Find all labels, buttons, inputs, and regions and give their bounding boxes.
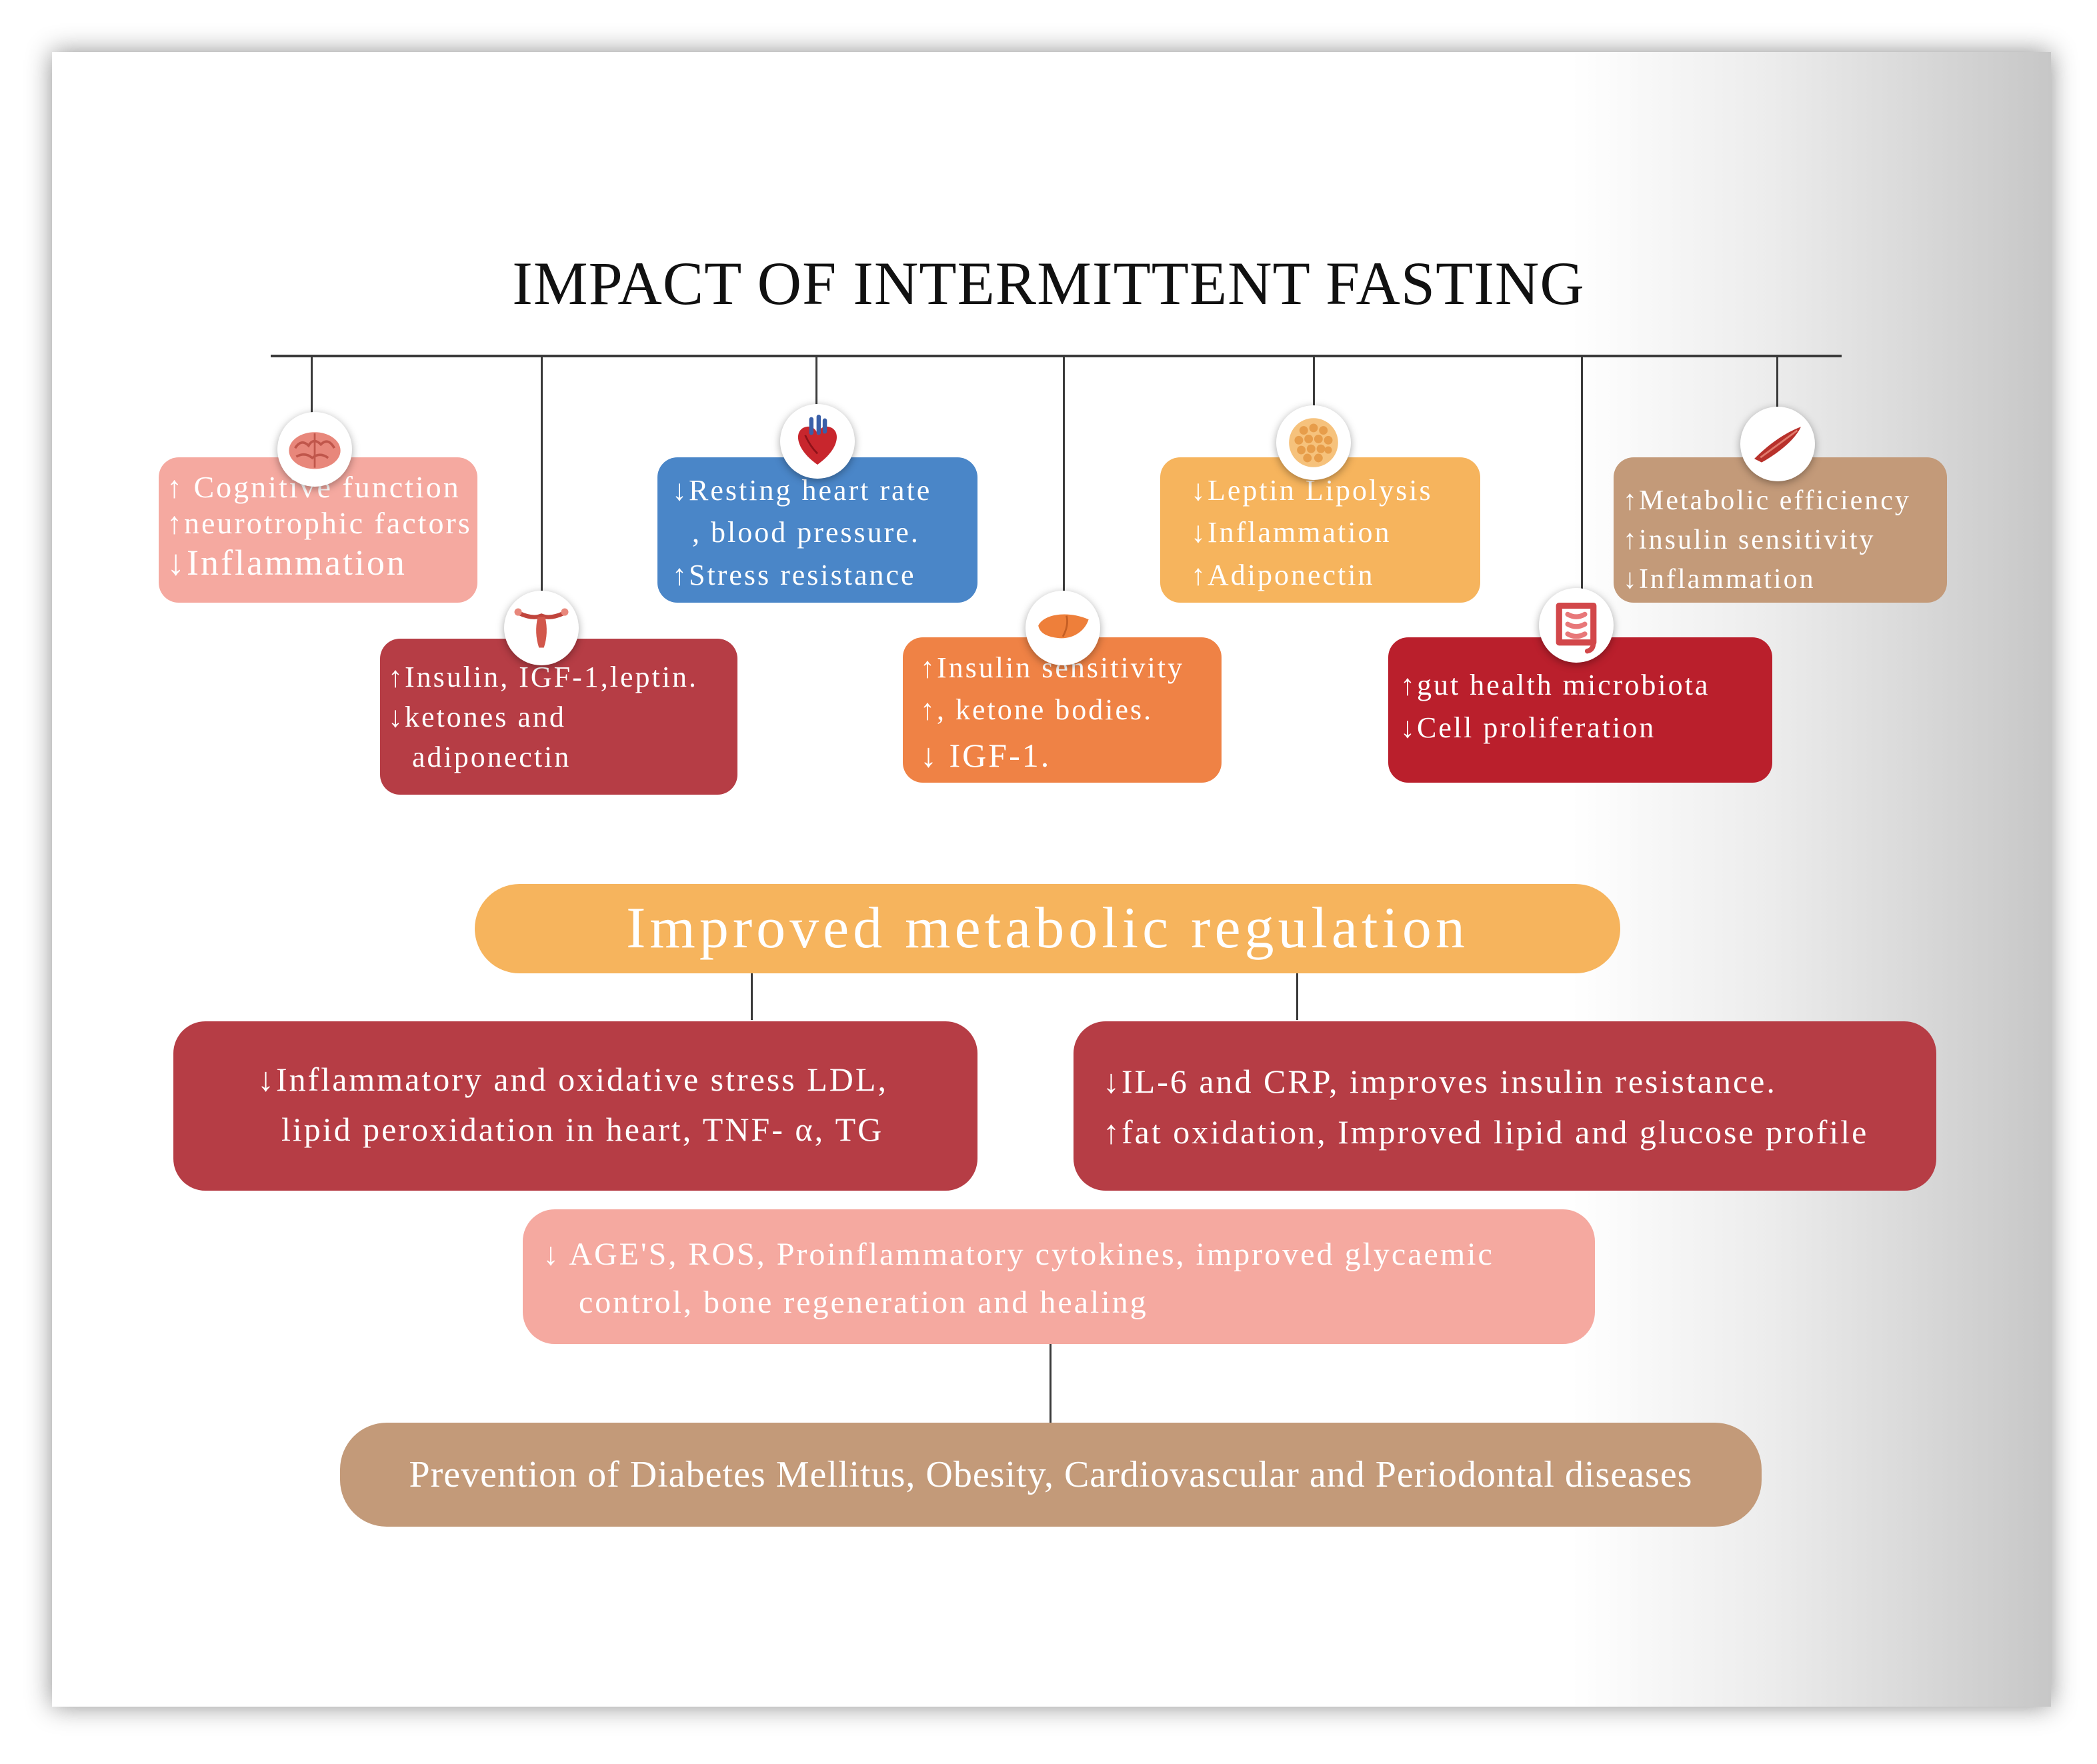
box-line: ↓ IGF-1. (920, 736, 1052, 774)
box-line: ↑gut health microbiota (1400, 669, 1710, 701)
box-line: ↓ketones and (388, 700, 566, 733)
oral-health-effects-box: ↓ AGE'S, ROS, Proinflammatory cytokines,… (523, 1209, 1595, 1344)
muscle-effects-box: ↑Metabolic efficiency ↑insulin sensitivi… (1614, 457, 1947, 603)
connector-metabolic-left (751, 972, 753, 1020)
brain-icon (277, 412, 352, 487)
heart-effects-box: ↓Resting heart rate , blood pressure. ↑S… (657, 457, 977, 603)
box-line: ↑Adiponectin (1191, 558, 1375, 591)
cardiovascular-effects-box: ↓Inflammatory and oxidative stress LDL, … (173, 1021, 977, 1191)
figure-title: IMPACT OF INTERMITTENT FASTING (512, 249, 1585, 317)
adipose-tissue-icon (1276, 405, 1351, 480)
box-line: ↑fat oxidation, Improved lipid and gluco… (1103, 1113, 1869, 1151)
box-line: ↓ AGE'S, ROS, Proinflammatory cytokines,… (543, 1237, 1494, 1272)
box-line: ↑Stress resistance (672, 558, 916, 591)
metabolic-regulation-label: Improved metabolic regulation (626, 896, 1469, 961)
intestine-icon (1539, 588, 1614, 663)
box-line: adiponectin (412, 740, 571, 773)
box-line: ↓Inflammation (1623, 563, 1816, 595)
uterus-effects-box: ↑Insulin, IGF-1,leptin. ↓ketones and adi… (380, 639, 737, 795)
connector-brain (311, 355, 313, 419)
box-line: ↑neurotrophic factors (167, 506, 472, 541)
connector-heart (815, 355, 817, 408)
metabolic-regulation-banner: Improved metabolic regulation (475, 884, 1620, 973)
disease-prevention-label: Prevention of Diabetes Mellitus, Obesity… (409, 1454, 1693, 1495)
box-line: ↑Insulin, IGF-1,leptin. (388, 661, 698, 693)
brain-effects-box: ↑ Cognitive function ↑neurotrophic facto… (159, 457, 477, 603)
box-line: ↓Leptin Lipolysis (1191, 474, 1433, 507)
box-line: ↓Inflammation (167, 542, 407, 583)
box-line: ↑insulin sensitivity (1623, 524, 1876, 555)
box-line: lipid peroxidation in heart, TNF- α, TG (281, 1111, 884, 1148)
connector-liver (1063, 355, 1065, 595)
connector-metabolic-right (1296, 972, 1298, 1020)
liver-effects-box: ↑Insulin sensitivity ↑, ketone bodies. ↓… (903, 637, 1222, 783)
box-line: ↓Inflammatory and oxidative stress LDL, (257, 1061, 888, 1098)
liver-icon (1025, 591, 1100, 665)
disease-prevention-banner: Prevention of Diabetes Mellitus, Obesity… (340, 1423, 1762, 1527)
box-line: ↑Metabolic efficiency (1623, 485, 1911, 516)
heart-icon (780, 404, 855, 479)
connector-uterus (541, 355, 543, 595)
box-line: , blood pressure. (692, 516, 920, 549)
box-line: ↓Cell proliferation (1400, 711, 1656, 745)
uterus-icon (504, 591, 579, 665)
connector-prevention (1050, 1341, 1052, 1423)
connector-intestine (1581, 355, 1583, 595)
adipose-effects-box: ↓Leptin Lipolysis ↓Inflammation ↑Adipone… (1160, 457, 1480, 603)
box-line: ↓Inflammation (1191, 516, 1392, 549)
box-line: ↓IL-6 and CRP, improves insulin resistan… (1103, 1063, 1777, 1100)
metabolic-effects-box: ↓IL-6 and CRP, improves insulin resistan… (1074, 1021, 1936, 1191)
box-line: ↑, ketone bodies. (920, 693, 1154, 727)
box-line: ↓Resting heart rate (672, 474, 932, 507)
muscle-icon (1740, 407, 1815, 481)
top-connector-bar (271, 355, 1842, 357)
connector-muscle (1776, 355, 1778, 411)
connector-adipose (1313, 355, 1315, 409)
box-line: control, bone regeneration and healing (579, 1285, 1148, 1320)
